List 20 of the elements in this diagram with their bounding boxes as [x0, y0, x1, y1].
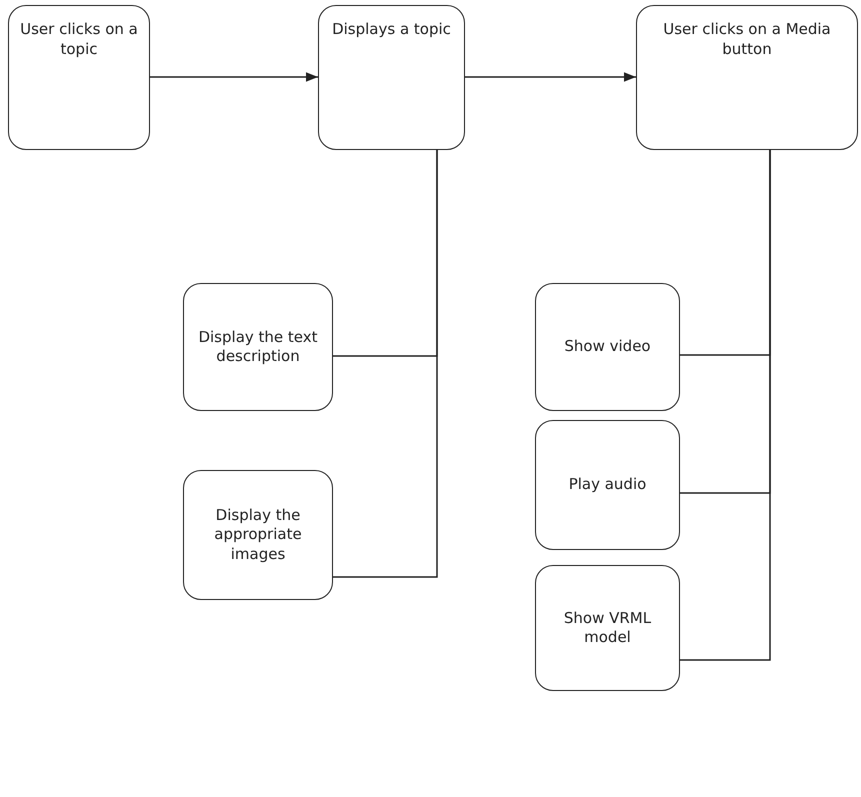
node-text: Displays a topic: [332, 20, 451, 40]
node-text: Display the text description: [197, 328, 319, 366]
node-text: User clicks on a topic: [19, 20, 139, 59]
process-box: [183, 283, 333, 411]
connector-line: [333, 150, 438, 578]
arrow: [150, 72, 318, 82]
node-text: User clicks on a Media button: [662, 20, 832, 59]
process-box: [183, 470, 333, 600]
process-box: [8, 5, 150, 150]
node-text: Play audio: [568, 475, 646, 495]
process-box: [535, 565, 680, 691]
node-text: Display the appropriate images: [213, 506, 303, 564]
process-box: [318, 5, 465, 150]
arrow: [465, 72, 636, 82]
process-box: [535, 420, 680, 550]
node-text: Show video: [564, 337, 651, 357]
process-box: [535, 283, 680, 411]
node-text: Show VRML model: [562, 608, 652, 648]
connector-line: [680, 150, 771, 661]
process-box: [636, 5, 858, 150]
